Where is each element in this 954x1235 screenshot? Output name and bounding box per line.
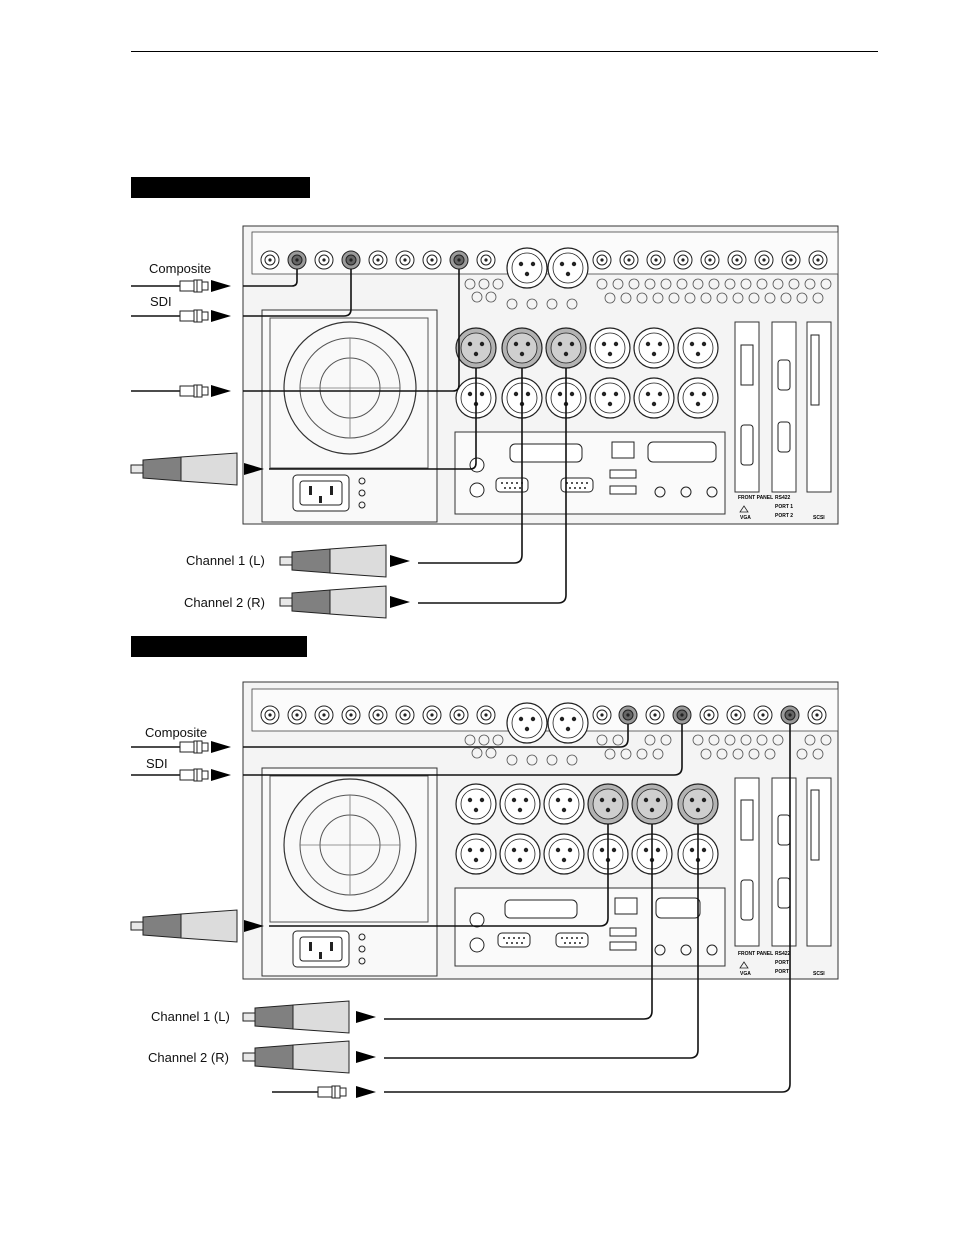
port-text-2b: PORT [775, 969, 789, 975]
front-panel-text-2: FRONT PANEL [738, 951, 773, 957]
rs422-text-2: RS422 [775, 951, 791, 957]
channel1-label-1: Channel 1 (L) [186, 553, 265, 568]
scsi-text-2: SCSI [813, 971, 825, 977]
port1-text-1: PORT 1 [775, 504, 793, 510]
scsi-text-1: SCSI [813, 515, 825, 521]
cables-panel-1 [131, 269, 567, 604]
composite-label-2: Composite [145, 725, 208, 740]
section-heading-bar-1 [131, 177, 310, 198]
channel2-label-2: Channel 2 (R) [148, 1050, 229, 1065]
port-text-2a: PORT [775, 960, 789, 966]
channel2-label-1: Channel 2 (R) [184, 595, 265, 610]
rear-panel-1: FRONT PANEL VGA RS422 PORT 1 PORT 2 SCSI [242, 225, 839, 525]
vga-text-1: VGA [740, 515, 751, 521]
composite-label-1: Composite [149, 261, 212, 276]
cables-panel-2 [131, 724, 791, 1093]
rs422-text-1: RS422 [775, 495, 791, 501]
sdi-label-2: SDI [146, 756, 168, 771]
vga-text-2: VGA [740, 971, 751, 977]
rear-panel-2: FRONT PANEL VGA RS422 PORT PORT SCSI [242, 681, 839, 980]
sdi-label-1: SDI [150, 294, 172, 309]
header-rule [131, 51, 878, 52]
front-panel-text-1: FRONT PANEL [738, 495, 773, 501]
port2-text-1: PORT 2 [775, 513, 793, 519]
section-heading-bar-2 [131, 636, 307, 657]
channel1-label-2: Channel 1 (L) [151, 1009, 230, 1024]
